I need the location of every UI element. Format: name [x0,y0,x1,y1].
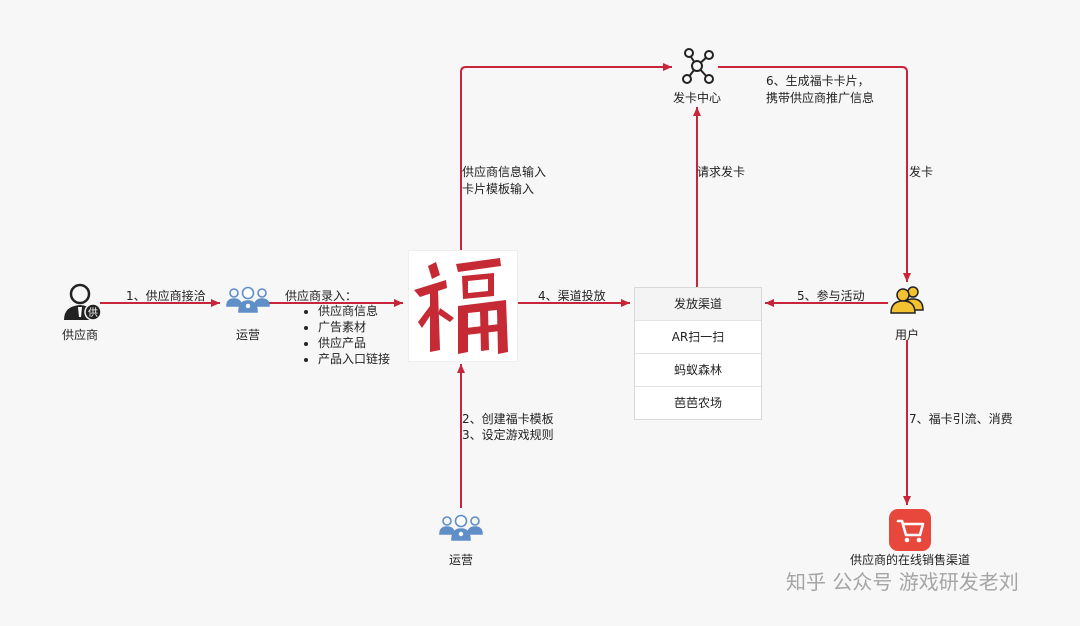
fu-calligraphy-overlay [414,258,508,354]
list-item: 广告素材 [318,319,390,335]
network-icon [682,48,714,84]
edge-label-6b: 携带供应商推广信息 [766,91,875,105]
edge-label-5: 5、参与活动 [797,289,865,303]
arrow-fu-to-card-center [460,63,672,250]
list-item: 供应商信息 [318,303,390,319]
edge-label-3: 3、设定游戏规则 [462,428,554,442]
node-supplier-label: 供应商 [61,328,99,342]
edge-label-6a: 6、生成福卡卡片， [766,74,870,88]
edge-label-4: 4、渠道投放 [538,289,606,303]
watermark: 知乎 公众号 游戏研发老刘 [786,570,1019,594]
svg-text:供: 供 [88,306,98,319]
supplier-icon: 供 [64,283,102,321]
ops-icon-left [226,286,270,313]
supplier-entry-list: 供应商信息 广告素材 供应产品 产品入口链接 [304,303,390,367]
node-ops-bottom-label: 运营 [448,553,474,567]
channel-header: 发放渠道 [635,288,761,321]
node-card-center-label: 发卡中心 [672,91,722,105]
edge-label-template-input-1: 供应商信息输入 [462,165,547,179]
user-icon [890,286,924,314]
channel-item: 芭芭农场 [635,387,761,419]
list-item: 产品入口链接 [318,351,390,367]
channel-item: AR扫一扫 [635,321,761,354]
edge-label-template-input-2: 卡片模板输入 [462,182,535,196]
node-sales-channel-label: 供应商的在线销售渠道 [849,553,971,567]
shopping-cart-icon [889,509,931,551]
arrow-card-center-to-user [718,66,911,282]
supplier-entry-title: 供应商录入： [285,289,358,303]
channel-box: 发放渠道 AR扫一扫 蚂蚁森林 芭芭农场 [634,287,762,420]
edge-label-issue: 发卡 [909,165,934,179]
ops-icon-bottom [439,514,483,541]
edge-label-1: 1、供应商接洽 [126,289,206,303]
edge-label-request: 请求发卡 [697,165,746,179]
edge-label-2: 2、创建福卡模板 [462,412,554,426]
node-user-label: 用户 [894,328,920,342]
channel-item: 蚂蚁森林 [635,354,761,387]
edge-label-7: 7、福卡引流、消费 [909,412,1013,426]
node-ops-left-label: 运营 [235,328,261,342]
list-item: 供应产品 [318,335,390,351]
